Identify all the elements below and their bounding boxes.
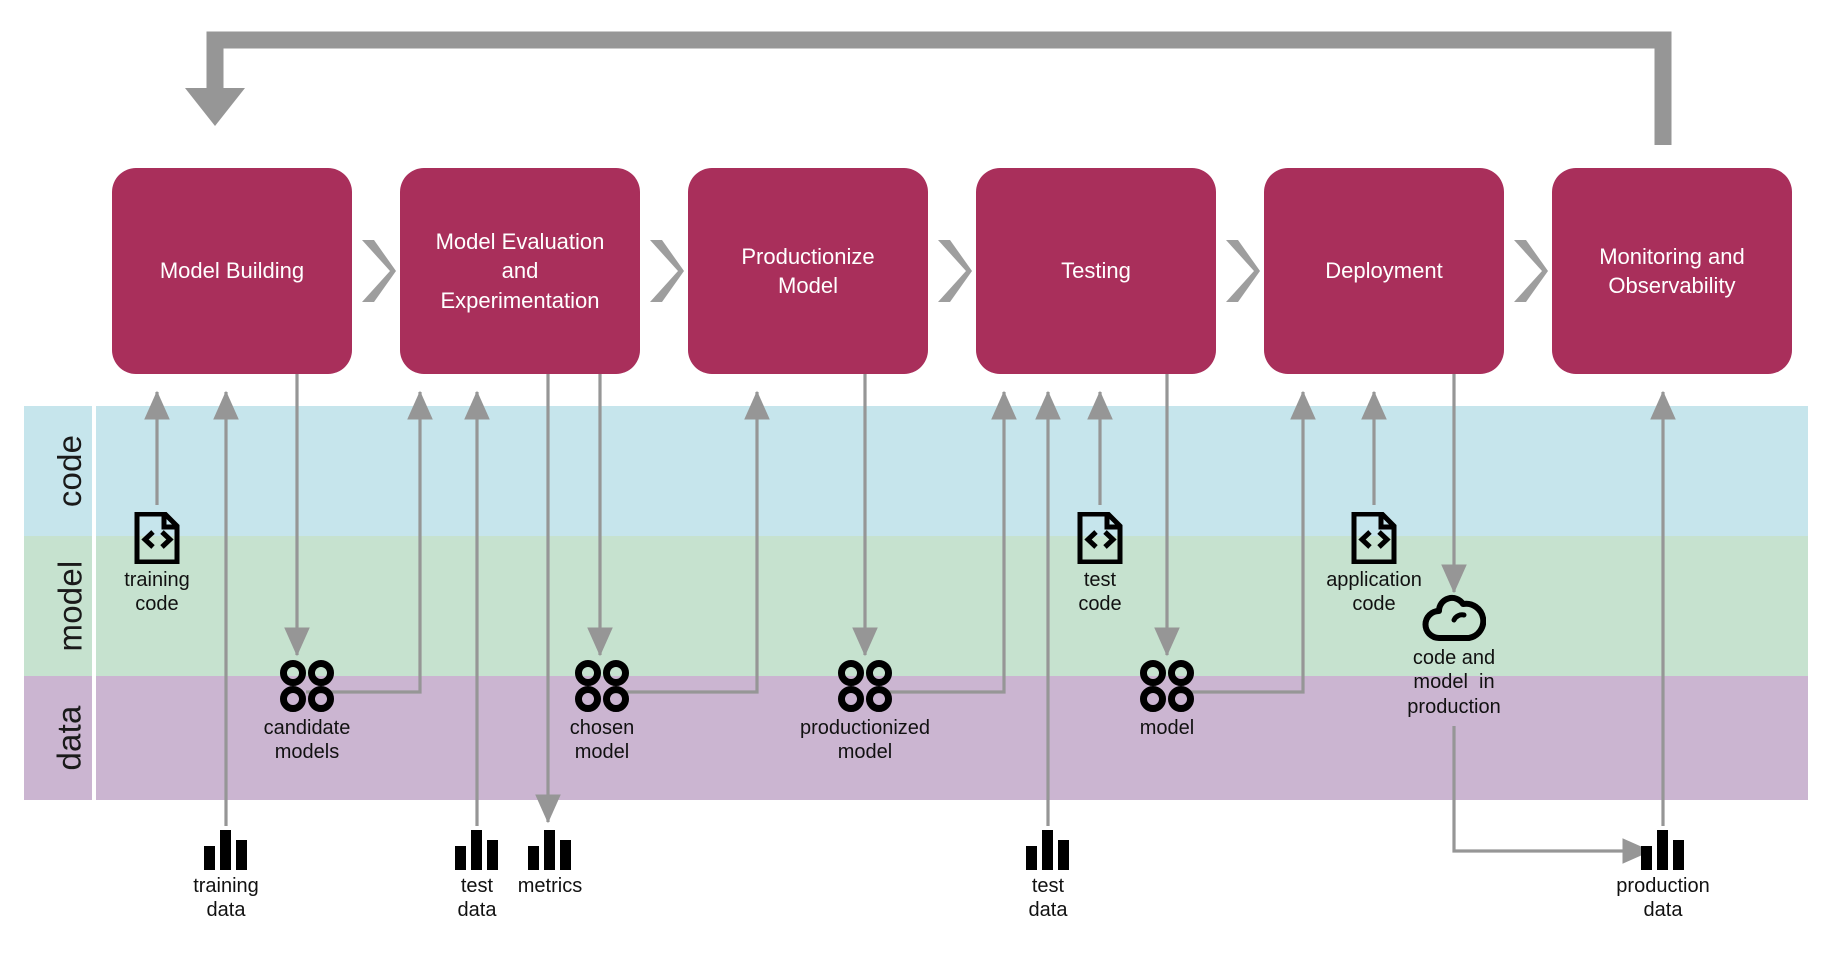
artifact-test-data-label: test data: [457, 875, 497, 922]
code-file-icon: [134, 512, 180, 564]
artifact-test-data-2[interactable]: test data: [1011, 828, 1085, 923]
model-dots-icon: [280, 660, 334, 712]
wire-chosen-model-to-productionize: [610, 390, 770, 694]
chevron-3-icon: [938, 240, 972, 302]
wire-productionized-model-to-testing: [875, 390, 1017, 694]
artifact-productionized-model[interactable]: productionized model: [783, 660, 947, 765]
bar-chart-icon: [1641, 830, 1684, 870]
artifact-productionized-model-label: productionized model: [799, 717, 931, 764]
model-dots-icon: [575, 660, 629, 712]
wire-candidate-models-to-model-evaluation: [306, 390, 433, 694]
model-dots-icon: [1140, 660, 1194, 712]
band-model: [24, 536, 1808, 676]
code-file-icon: [1077, 512, 1123, 564]
chevron-2-icon: [650, 240, 684, 302]
stage-productionize-model[interactable]: Productionize Model: [688, 168, 928, 374]
stage-model-building-label: Model Building: [159, 258, 305, 284]
stage-testing[interactable]: Testing: [976, 168, 1216, 374]
feedback-loop-arrow: [185, 31, 1672, 145]
artifact-application-code-label: application code: [1326, 569, 1422, 616]
bar-chart-icon: [528, 830, 571, 870]
wire-production-to-production-data: [1452, 726, 1652, 864]
stage-monitoring-label: Monitoring and Observability: [1599, 243, 1745, 298]
artifact-metrics-label: metrics: [517, 875, 583, 897]
bar-chart-icon: [204, 830, 247, 870]
bar-chart-icon: [1026, 830, 1069, 870]
artifact-training-code[interactable]: training code: [117, 512, 197, 617]
wire-model-to-deployment: [1177, 390, 1316, 694]
artifact-model-label: model: [1139, 717, 1195, 739]
artifact-production-data[interactable]: production data: [1605, 828, 1721, 923]
bar-chart-icon: [455, 830, 498, 870]
stage-monitoring[interactable]: Monitoring and Observability: [1552, 168, 1792, 374]
chevron-1-icon: [362, 240, 396, 302]
code-file-icon: [1351, 512, 1397, 564]
stage-model-evaluation-label: Model Evaluation and Experimentation: [435, 229, 605, 313]
artifact-training-data[interactable]: training data: [186, 828, 266, 923]
stage-deployment[interactable]: Deployment: [1264, 168, 1504, 374]
artifact-test-code[interactable]: test code: [1060, 512, 1140, 617]
artifact-code-and-model-in-production[interactable]: code and model in production: [1392, 594, 1516, 719]
model-dots-icon: [838, 660, 892, 712]
artifact-production-data-label: production data: [1616, 875, 1710, 922]
stage-model-building[interactable]: Model Building: [112, 168, 352, 374]
band-code: [24, 406, 1808, 536]
artifact-test-data[interactable]: test data: [440, 828, 514, 923]
artifact-training-data-label: training data: [193, 875, 259, 922]
artifact-test-code-label: test code: [1078, 569, 1122, 616]
cloud-icon: [1422, 594, 1486, 641]
band-data: [24, 676, 1808, 800]
artifact-chosen-model-label: chosen model: [569, 717, 635, 764]
artifact-application-code[interactable]: application code: [1314, 512, 1434, 617]
stage-productionize-model-label: Productionize Model: [741, 243, 875, 298]
artifact-code-and-model-in-production-label: code and model in production: [1407, 647, 1501, 718]
stage-deployment-label: Deployment: [1325, 258, 1443, 284]
stage-model-evaluation[interactable]: Model Evaluation and Experimentation: [400, 168, 640, 374]
artifact-candidate-models[interactable]: candidate models: [252, 660, 362, 765]
artifact-candidate-models-label: candidate models: [263, 717, 351, 764]
artifact-test-data-2-label: test data: [1028, 875, 1068, 922]
artifact-training-code-label: training code: [124, 569, 190, 616]
band-divider: [92, 406, 96, 800]
chevron-4-icon: [1226, 240, 1260, 302]
artifact-metrics[interactable]: metrics: [513, 828, 587, 898]
artifact-model[interactable]: model: [1119, 660, 1215, 740]
chevron-5-icon: [1514, 240, 1548, 302]
artifact-chosen-model[interactable]: chosen model: [556, 660, 648, 765]
stage-testing-label: Testing: [1061, 258, 1131, 284]
